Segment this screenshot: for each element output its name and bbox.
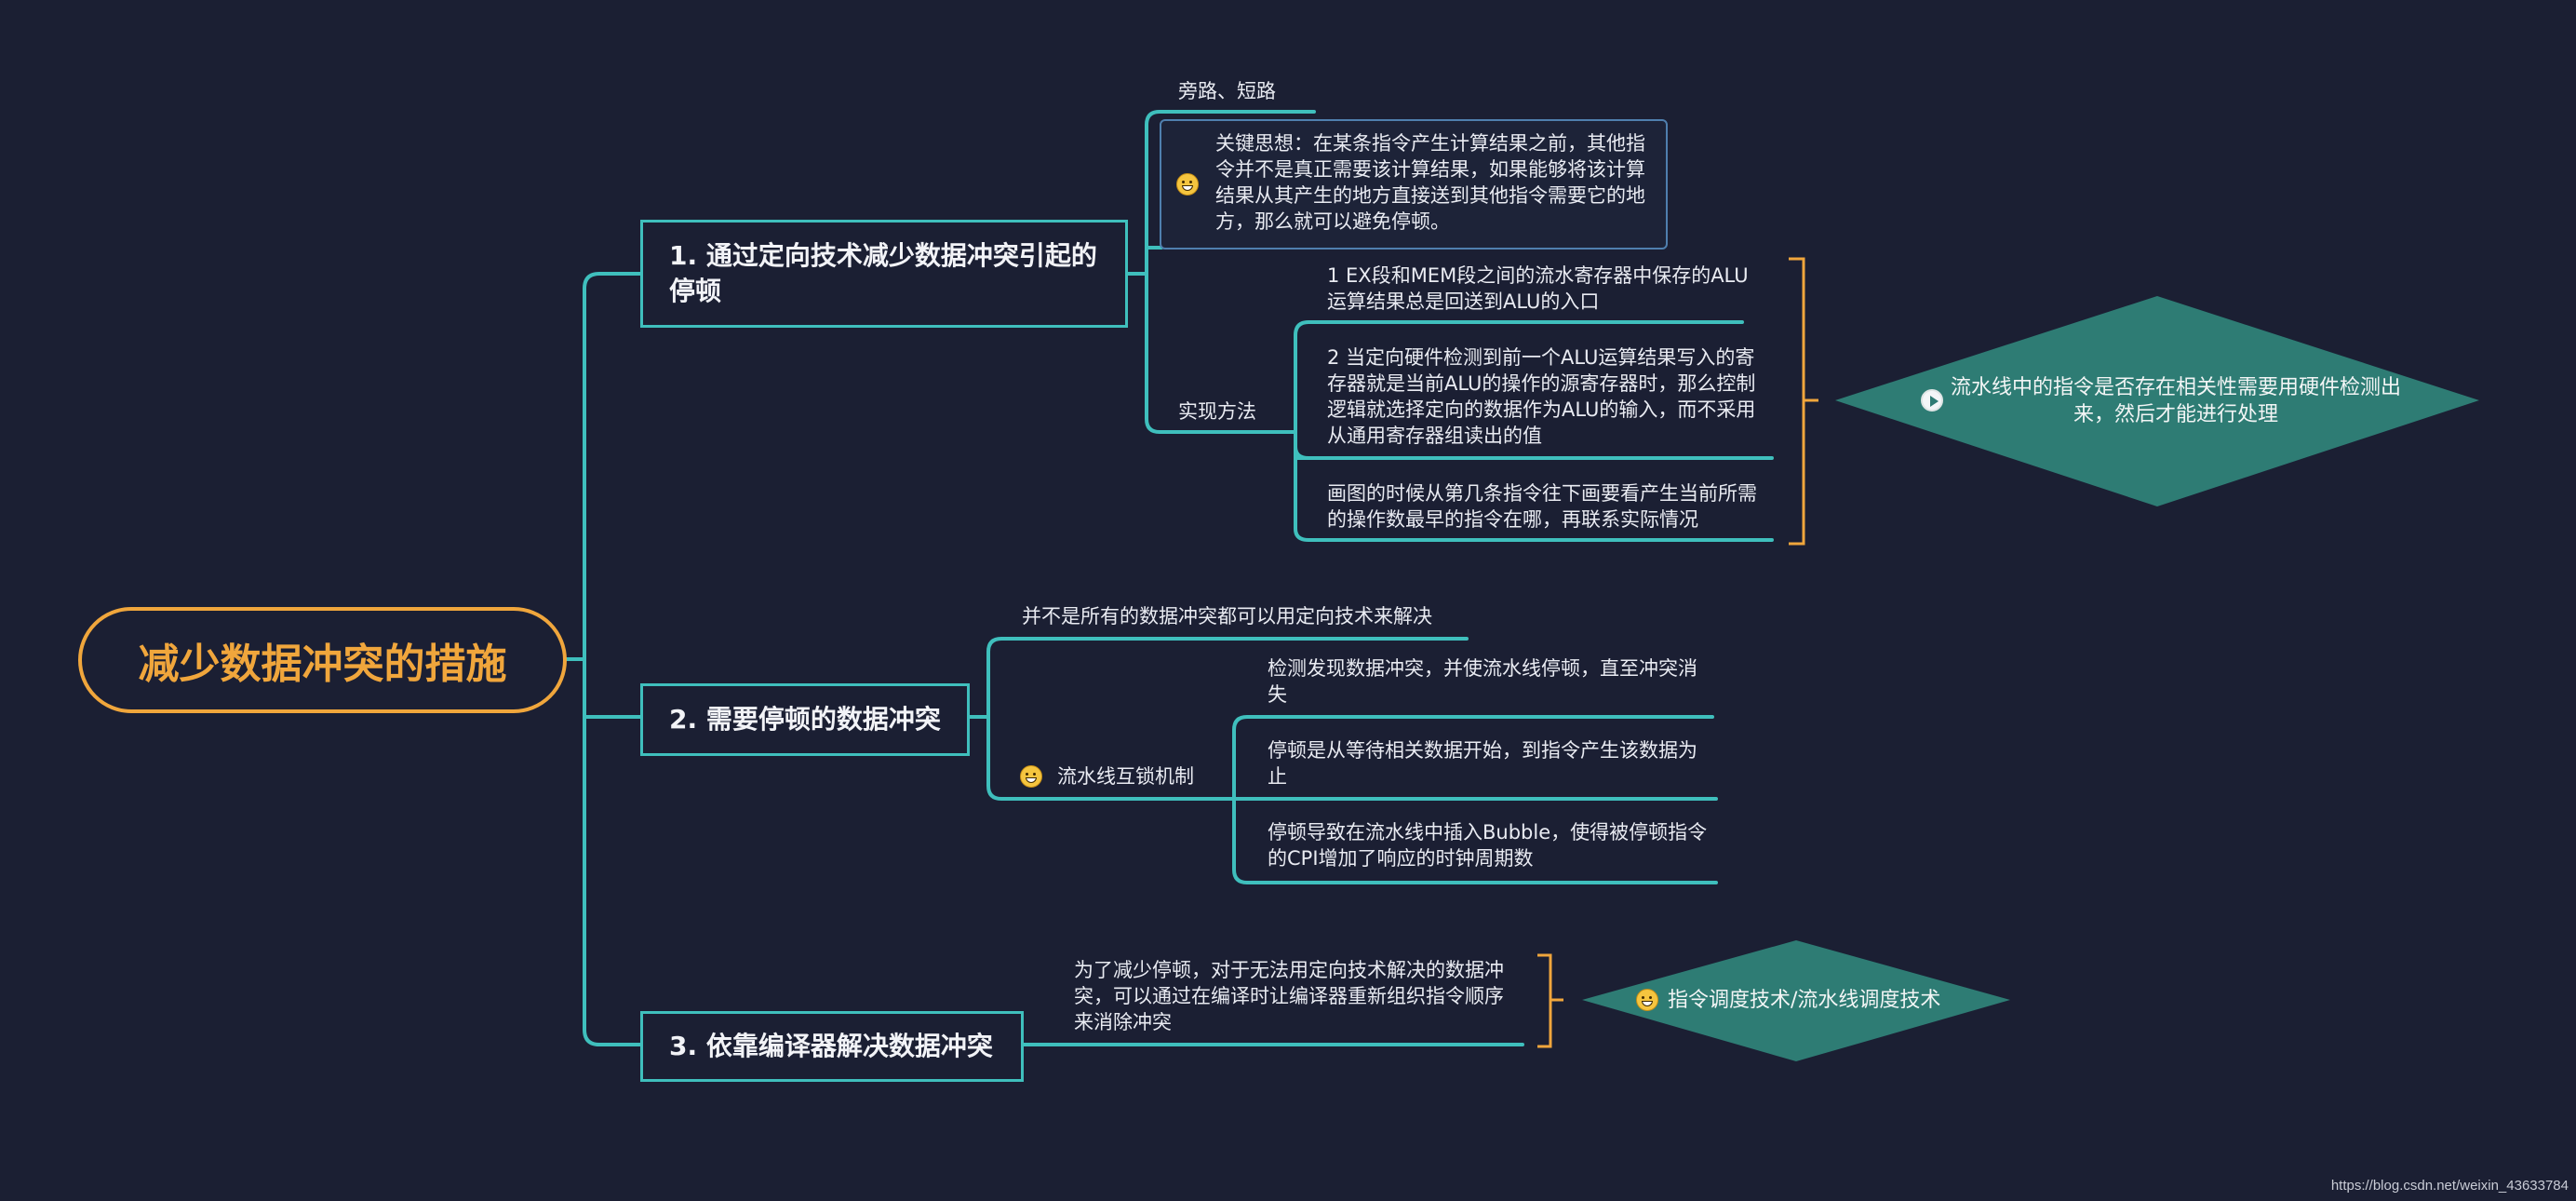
method-summary-text: 流水线中的指令是否存在相关性需要用硬件检测出来，然后才能进行处理 [1951,376,2402,426]
branch1-node[interactable]: 1. 通过定向技术减少数据冲突引起的停顿 [640,220,1128,328]
key-note-text: 关键思想：在某条指令产生计算结果之前，其他指令并不是真正需要该计算结果，如果能够… [1215,132,1645,233]
method-item-2: 2 当定向硬件检测到前一个ALU运算结果写入的寄存器就是当前ALU的操作的源寄存… [1327,346,1756,447]
source-url: https://blog.csdn.net/weixin_43633784 [2330,1178,2569,1194]
branch1-label: 1. 通过定向技术减少数据冲突引起的停顿 [669,240,1097,306]
main-spine [583,272,642,1046]
branch2-node[interactable]: 2. 需要停顿的数据冲突 [640,683,970,756]
summary-diamond-1 [1835,296,2479,506]
grin-emoji-icon [1176,173,1199,196]
method-item-3: 画图的时候从第几条指令往下画要看产生当前所需的操作数最早的指令在哪，再联系实际情… [1327,482,1757,531]
method-items-spine [1294,320,1774,542]
branch3-note: 为了减少停顿，对于无法用定向技术解决的数据冲突，可以通过在编译时让编译器重新组织… [1074,959,1504,1033]
summary-diamond-2 [1582,940,2010,1061]
branch3-label: 3. 依靠编译器解决数据冲突 [669,1031,993,1061]
play-circle-icon [1921,389,1943,412]
grin-emoji-icon [1636,989,1658,1011]
branch2-note: 并不是所有的数据冲突都可以用定向技术来解决 [1022,605,1432,627]
key-note-box[interactable]: 关键思想：在某条指令产生计算结果之前，其他指令并不是真正需要该计算结果，如果能够… [1160,119,1668,250]
branch2-label: 2. 需要停顿的数据冲突 [669,704,941,735]
interlock-item-2: 停顿是从等待相关数据开始，到指令产生该数据为止 [1268,739,1697,788]
interlock-item-3: 停顿导致在流水线中插入Bubble，使得被停顿指令的CPI增加了响应的时钟周期数 [1268,821,1708,870]
compiler-summary-text: 指令调度技术/流水线调度技术 [1668,989,1941,1012]
branch3-node[interactable]: 3. 依靠编译器解决数据冲突 [640,1011,1024,1082]
interlock-label: 流水线互锁机制 [1057,765,1194,788]
interlock-item-1: 检测发现数据冲突，并使流水线停顿，直至冲突消失 [1268,657,1697,706]
method-label: 实现方法 [1178,400,1256,423]
root-node[interactable]: 减少数据冲突的措施 [78,607,567,713]
bracket-method [1789,257,1818,546]
branch1-spine [1145,110,1316,434]
bracket-compiler [1537,953,1563,1048]
branch2-spine [986,637,1469,801]
root-label: 减少数据冲突的措施 [138,641,507,688]
method-item2-line [1294,445,1310,460]
method-item-1: 1 EX段和MEM段之间的流水寄存器中保存的ALU运算结果总是回送到ALU的入口 [1327,264,1749,313]
grin-emoji-icon [1020,765,1042,788]
branch1-aside: 旁路、短路 [1178,80,1276,102]
interlock-spine [1232,715,1718,884]
